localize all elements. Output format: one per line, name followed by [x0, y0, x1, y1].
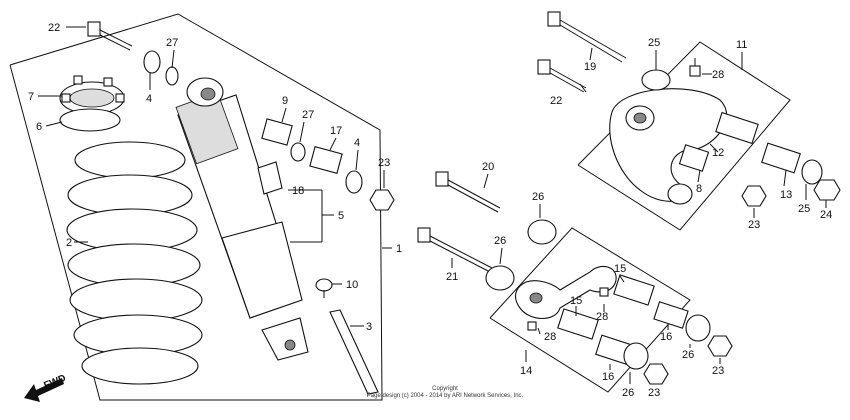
callout-2: 2 — [66, 237, 72, 249]
bolt-21[interactable] — [417, 227, 493, 273]
copyright-line-1: Copyright — [432, 386, 458, 392]
callout-27b: 27 — [302, 109, 314, 121]
grease-fitting-28-upper[interactable] — [599, 287, 609, 297]
callout-16b: 16 — [602, 371, 614, 383]
callout-18: 18 — [292, 185, 304, 197]
seal-27-lower[interactable] — [290, 142, 306, 162]
collar-4-upper[interactable] — [143, 50, 161, 74]
breather-hose[interactable] — [329, 309, 379, 395]
seal-26-right[interactable] — [685, 314, 711, 342]
nut-23-link-bottom[interactable] — [643, 363, 669, 385]
callout-28c: 28 — [544, 331, 556, 343]
callout-22b: 22 — [550, 95, 562, 107]
callout-26c: 26 — [682, 349, 694, 361]
seal-26-middle[interactable] — [485, 265, 515, 291]
callout-23c: 23 — [712, 365, 724, 377]
nut-23-arm[interactable] — [741, 185, 767, 207]
bushing-8[interactable] — [678, 144, 710, 172]
seal-25-upper[interactable] — [641, 69, 671, 91]
copyright-line-2: Page design (c) 2004 - 2014 by ARI Netwo… — [366, 393, 524, 399]
callout-10: 10 — [346, 279, 358, 291]
callout-4b: 4 — [354, 137, 360, 149]
nut-23-link-right[interactable] — [707, 335, 733, 357]
damper-body[interactable] — [175, 77, 309, 361]
seal-27-upper[interactable] — [165, 66, 179, 86]
callout-24: 24 — [820, 209, 832, 221]
copyright-footer: Copyright Page design (c) 2004 - 2014 by… — [335, 386, 555, 400]
seal-26-bottom[interactable] — [623, 342, 649, 370]
link-group-frame — [489, 227, 691, 393]
bushing-15-upper[interactable] — [613, 274, 655, 306]
bolt-22-lower[interactable] — [537, 59, 587, 93]
callout-21: 21 — [446, 271, 458, 283]
bushing-15-lower[interactable] — [557, 308, 599, 340]
callout-19: 19 — [584, 61, 596, 73]
collar-4-lower[interactable] — [345, 170, 363, 194]
leader-lines-right — [451, 47, 827, 384]
nut-24[interactable] — [813, 179, 841, 201]
collar-13[interactable] — [761, 142, 801, 174]
callout-23d: 23 — [648, 387, 660, 399]
seal-26-upper[interactable] — [527, 219, 557, 245]
callout-9: 9 — [282, 95, 288, 107]
bushing-12[interactable] — [715, 111, 759, 145]
callout-15a: 15 — [614, 263, 626, 275]
callout-20: 20 — [482, 161, 494, 173]
nut-23-shock[interactable] — [369, 189, 395, 211]
callout-26a: 26 — [532, 191, 544, 203]
callout-28a: 28 — [712, 69, 724, 81]
callout-17: 17 — [330, 125, 342, 137]
callout-4a: 4 — [146, 93, 152, 105]
callout-12: 12 — [712, 147, 724, 159]
label-sticker — [257, 161, 283, 195]
callout-16a: 16 — [660, 331, 672, 343]
callout-8: 8 — [696, 183, 702, 195]
callout-14: 14 — [520, 365, 532, 377]
shock-arm[interactable] — [609, 88, 728, 205]
callout-26b: 26 — [494, 235, 506, 247]
bushing-17[interactable] — [309, 146, 343, 174]
fwd-arrow-icon: FWD — [24, 373, 68, 402]
callout-26d: 26 — [622, 387, 634, 399]
callout-11: 11 — [736, 39, 747, 51]
bolt-19[interactable] — [547, 11, 627, 63]
callout-25b: 25 — [798, 203, 810, 215]
callout-5: 5 — [338, 210, 344, 222]
spring-adjuster-nut[interactable] — [59, 75, 125, 115]
collar-25-lower[interactable] — [801, 159, 823, 185]
bleed-screw[interactable] — [315, 278, 333, 298]
callout-23a: 23 — [378, 157, 390, 169]
callout-13: 13 — [780, 189, 792, 201]
callout-15b: 15 — [570, 295, 582, 307]
spring-part[interactable] — [66, 141, 203, 385]
lock-nut[interactable] — [59, 108, 121, 132]
bolt-22-upper[interactable] — [87, 21, 133, 51]
callout-6: 6 — [36, 121, 42, 133]
callout-28b: 28 — [596, 311, 608, 323]
callout-7: 7 — [28, 91, 34, 103]
grease-fitting-28-arm[interactable] — [689, 58, 701, 77]
callout-3: 3 — [366, 321, 372, 333]
callout-25a: 25 — [648, 37, 660, 49]
bolt-20[interactable] — [435, 171, 501, 213]
grease-fitting-28-lower[interactable] — [527, 321, 537, 331]
fwd-label: FWD — [42, 373, 67, 392]
callout-27a: 27 — [166, 37, 178, 49]
callout-23b: 23 — [748, 219, 760, 231]
collar-16-upper[interactable] — [653, 301, 689, 329]
bushing-9[interactable] — [261, 118, 293, 146]
callout-1: 1 — [396, 243, 402, 255]
callout-22a: 22 — [48, 22, 60, 34]
leader-lines-left — [38, 26, 392, 327]
